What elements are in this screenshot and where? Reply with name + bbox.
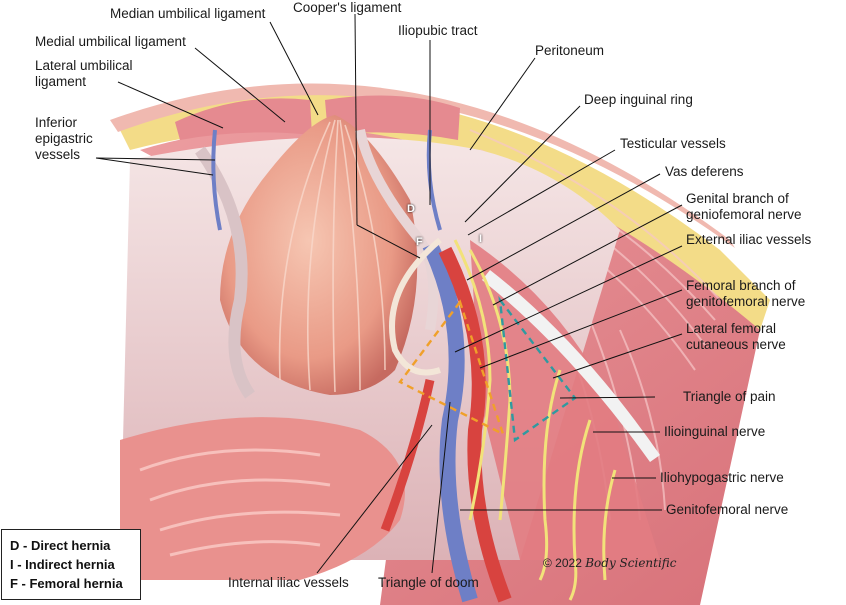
external-iliac-artery xyxy=(438,246,512,603)
white-band xyxy=(482,270,660,462)
label-coopers-ligament: Cooper's ligament xyxy=(293,0,402,15)
right-fold xyxy=(355,128,439,331)
label-genitofemoral-nerve: Genitofemoral nerve xyxy=(666,502,789,517)
label-medial-umbilical-ligament: Medial umbilical ligament xyxy=(35,34,186,49)
rectus-right xyxy=(325,95,460,140)
leader-lines xyxy=(95,13,683,574)
legend-direct-hernia: D - Direct hernia xyxy=(10,538,111,553)
label-inferior-epigastric-vessels: Inferior epigastric vessels xyxy=(35,115,93,162)
bladder xyxy=(220,115,418,395)
copyright-brand: Body Scientific xyxy=(585,556,677,570)
label-testicular-vessels: Testicular vessels xyxy=(620,136,726,151)
label-iliopubic-tract: Iliopubic tract xyxy=(398,23,478,38)
skin-layer xyxy=(110,83,735,248)
hernia-legend: D - Direct hernia I - Indirect hernia F … xyxy=(1,529,141,600)
label-median-umbilical-ligament: Median umbilical ligament xyxy=(110,6,266,21)
label-internal-iliac-vessels: Internal iliac vessels xyxy=(228,575,349,590)
triangle-of-pain xyxy=(498,295,577,443)
bladder-striations xyxy=(278,119,386,393)
marker-indirect-hernia: I xyxy=(479,233,483,245)
vas-deferens xyxy=(389,237,442,376)
label-deep-inguinal-ring: Deep inguinal ring xyxy=(584,92,693,107)
bowel-loops xyxy=(139,448,341,557)
copyright-notice: © 2022 Body Scientific xyxy=(543,556,677,570)
label-genital-branch: Genital branch of geniofemoral nerve xyxy=(686,191,802,222)
marker-femoral-hernia: F xyxy=(416,236,423,248)
nerves xyxy=(453,239,617,601)
copyright-prefix: © 2022 xyxy=(543,556,582,570)
inferior-epigastric xyxy=(211,129,222,231)
external-iliac-vein xyxy=(422,241,478,603)
label-triangle-of-doom: Triangle of doom xyxy=(378,575,479,590)
left-fold xyxy=(195,146,256,399)
label-femoral-branch: Femoral branch of genitofemoral nerve xyxy=(686,278,806,309)
legend-femoral-hernia: F - Femoral hernia xyxy=(10,576,123,591)
label-lateral-umbilical-ligament: Lateral umbilical ligament xyxy=(35,58,133,89)
label-vas-deferens: Vas deferens xyxy=(665,164,744,179)
marker-direct-hernia: D xyxy=(407,203,415,215)
label-iliohypogastric-nerve: Iliohypogastric nerve xyxy=(660,470,784,485)
legend-indirect-hernia: I - Indirect hernia xyxy=(10,557,115,572)
rectus-left xyxy=(175,98,312,140)
label-peritoneum: Peritoneum xyxy=(535,43,605,58)
label-triangle-of-pain: Triangle of pain xyxy=(683,389,776,404)
label-lateral-femoral-cutaneous-nerve: Lateral femoral cutaneous nerve xyxy=(686,321,786,352)
label-external-iliac-vessels: External iliac vessels xyxy=(686,232,812,247)
bowel xyxy=(120,417,405,580)
triangle-of-doom xyxy=(398,299,506,437)
label-ilioinguinal-nerve: Ilioinguinal nerve xyxy=(664,424,766,439)
